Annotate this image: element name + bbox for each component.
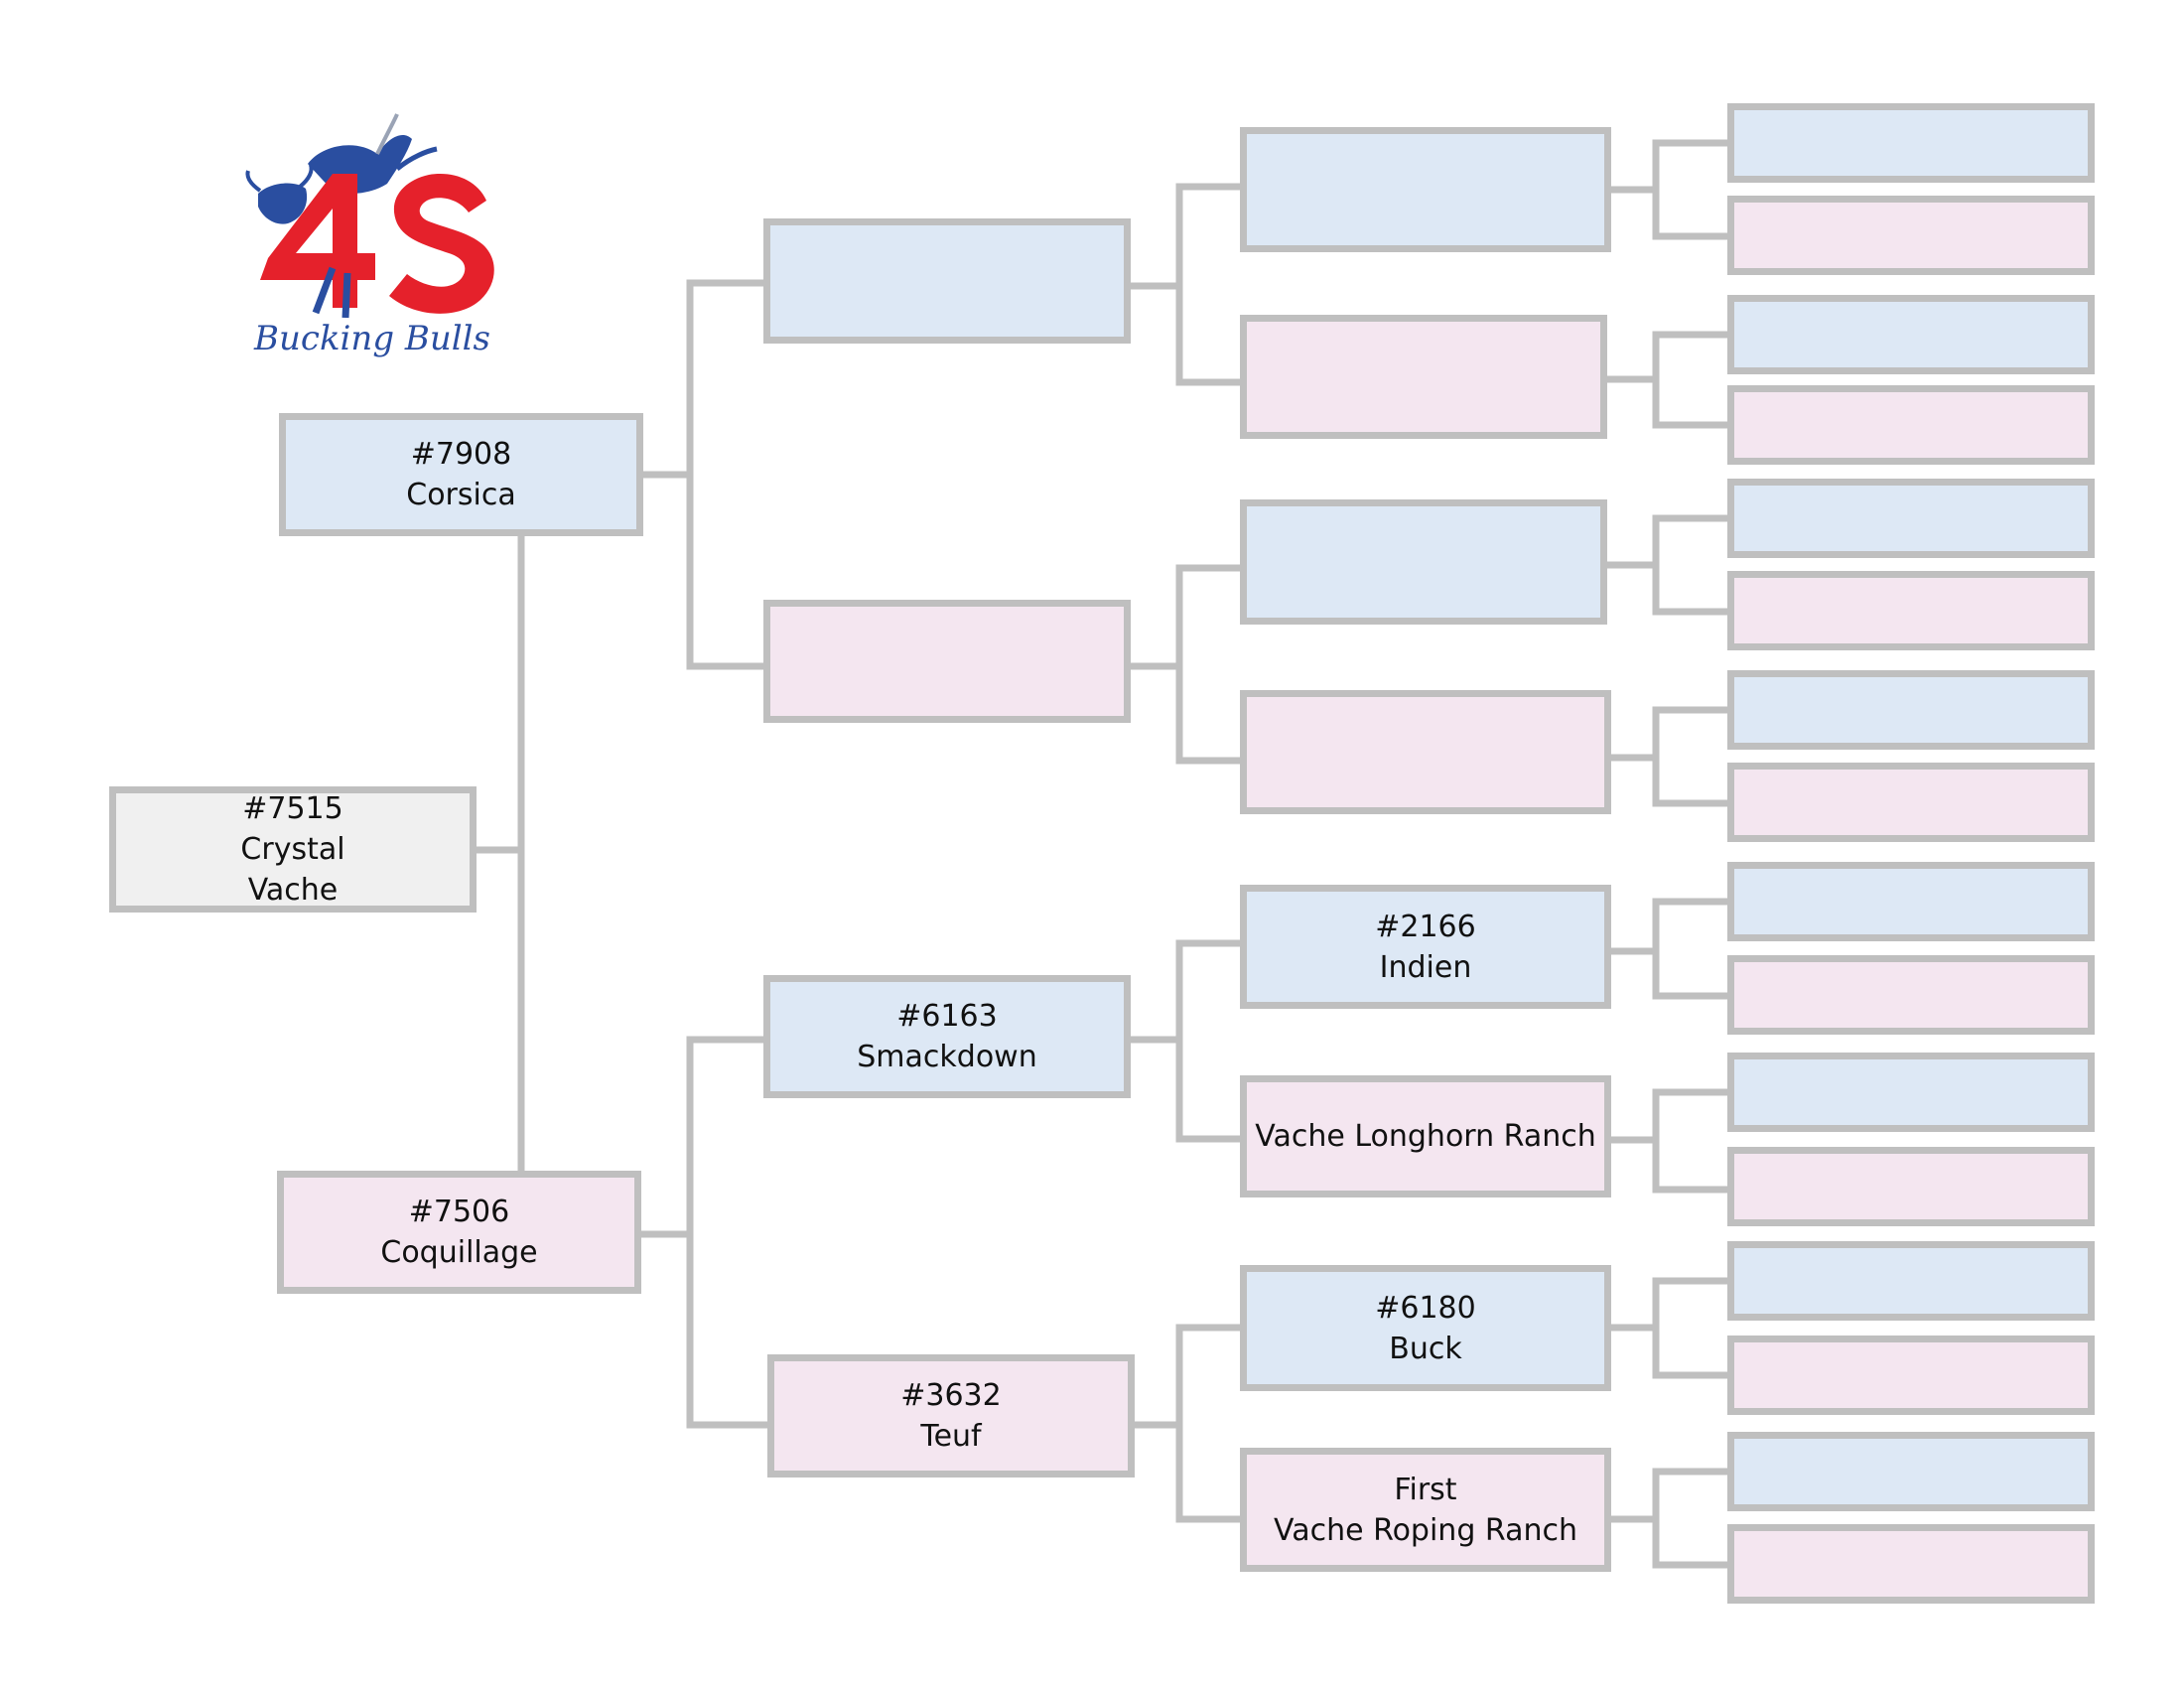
4s-bucking-bulls-logo: Bucking Bulls xyxy=(245,113,494,358)
pedigree-gen4-box-11 xyxy=(1727,1053,2095,1132)
pedigree-dam-dam-dam: First Vache Roping Ranch xyxy=(1240,1448,1611,1572)
pedigree-gen4-box-13 xyxy=(1727,1241,2095,1321)
pedigree-dam-dam-sire: #6180 Buck xyxy=(1240,1265,1611,1391)
dam-sire-dam-name: Vache Longhorn Ranch xyxy=(1255,1119,1596,1154)
subject-name-line-2: Vache xyxy=(247,873,339,908)
dam-dam-sire-name: Buck xyxy=(1389,1331,1462,1366)
pedigree-gen4-box-10 xyxy=(1727,955,2095,1035)
dam-dam-dam-id: First xyxy=(1394,1472,1457,1507)
dam-dam-name: Teuf xyxy=(920,1419,982,1454)
pedigree-gen3-box-1 xyxy=(1240,127,1611,252)
dam-name: Coquillage xyxy=(380,1235,538,1270)
pedigree-dam-sire-dam: Vache Longhorn Ranch xyxy=(1240,1075,1611,1197)
pedigree-gen4-box-15 xyxy=(1727,1432,2095,1511)
logo-tagline: Bucking Bulls xyxy=(253,319,490,358)
pedigree-sire: #7908 Corsica xyxy=(279,413,643,536)
dam-sire-sire-id: #2166 xyxy=(1375,909,1476,944)
dam-dam-sire-id: #6180 xyxy=(1375,1290,1476,1326)
pedigree-gen4-box-1 xyxy=(1727,103,2095,183)
pedigree-gen3-box-4 xyxy=(1240,690,1611,814)
pedigree-gen4-box-14 xyxy=(1727,1336,2095,1415)
dam-sire-id: #6163 xyxy=(896,999,998,1034)
pedigree-gen3-box-2 xyxy=(1240,315,1607,439)
pedigree-subject: #7515 Crystal Vache xyxy=(109,786,477,913)
dam-sire-sire-name: Indien xyxy=(1379,949,1472,985)
pedigree-gen4-box-3 xyxy=(1727,295,2095,374)
pedigree-gen4-box-6 xyxy=(1727,571,2095,650)
pedigree-gen4-box-7 xyxy=(1727,670,2095,750)
subject-name-line-1: Crystal xyxy=(240,832,345,867)
pedigree-gen4-box-5 xyxy=(1727,479,2095,558)
pedigree-gen4-box-12 xyxy=(1727,1147,2095,1226)
pedigree-gen3-box-3 xyxy=(1240,499,1607,625)
subject-id: #7515 xyxy=(242,791,343,826)
pedigree-dam-sire: #6163 Smackdown xyxy=(763,975,1131,1098)
pedigree-gen4-box-4 xyxy=(1727,385,2095,465)
pedigree-gen4-box-2 xyxy=(1727,196,2095,275)
dam-id: #7506 xyxy=(408,1195,510,1229)
pedigree-sire-sire xyxy=(763,218,1131,344)
sire-id: #7908 xyxy=(410,437,512,472)
pedigree-dam: #7506 Coquillage xyxy=(277,1171,641,1294)
pedigree-dam-dam: #3632 Teuf xyxy=(767,1354,1135,1477)
dam-dam-id: #3632 xyxy=(900,1378,1002,1413)
pedigree-gen4-box-9 xyxy=(1727,862,2095,941)
pedigree-dam-sire-sire: #2166 Indien xyxy=(1240,885,1611,1009)
dam-dam-dam-name: Vache Roping Ranch xyxy=(1274,1512,1577,1548)
pedigree-gen4-box-8 xyxy=(1727,763,2095,842)
pedigree-gen4-box-16 xyxy=(1727,1524,2095,1604)
pedigree-sire-dam xyxy=(763,600,1131,723)
sire-name: Corsica xyxy=(406,478,516,512)
dam-sire-name: Smackdown xyxy=(857,1040,1037,1074)
